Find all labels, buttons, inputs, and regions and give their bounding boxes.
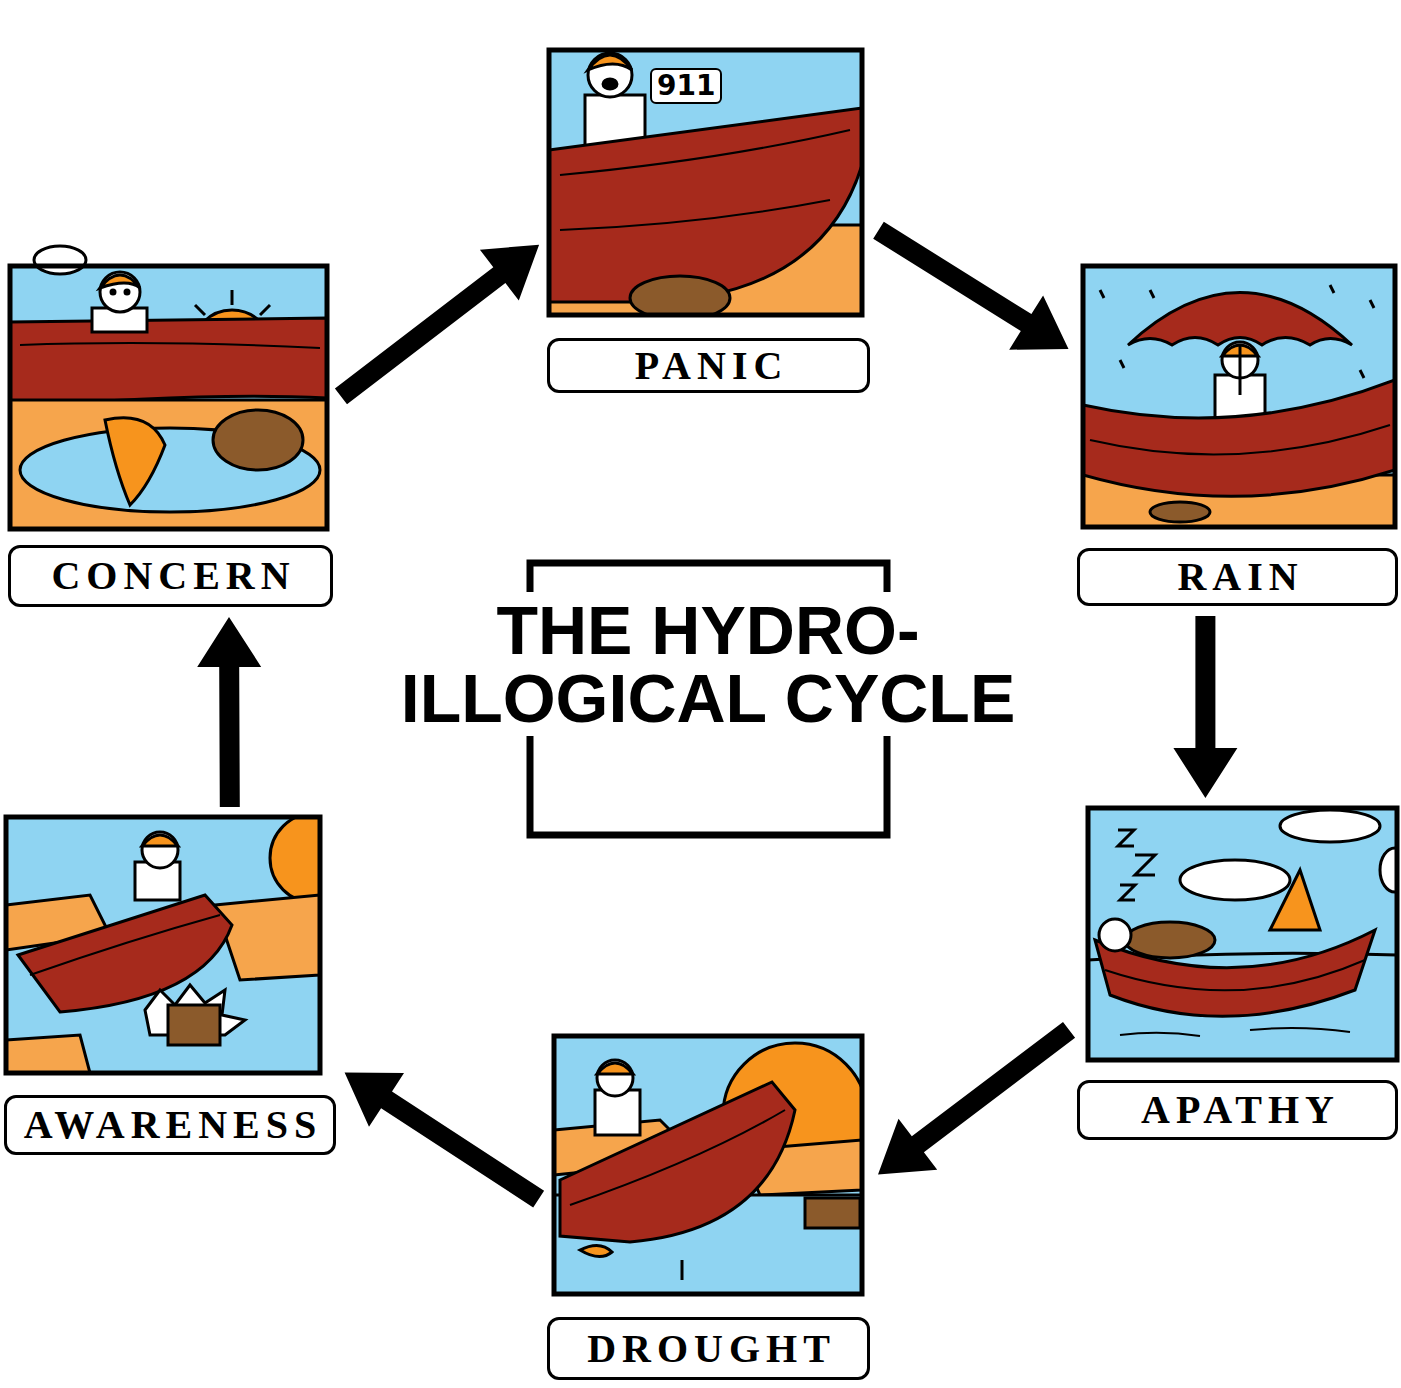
stage-label: APATHY bbox=[1135, 1090, 1340, 1130]
awareness-panel bbox=[6, 817, 320, 1073]
panel-frame bbox=[554, 1036, 862, 1294]
panic-panel bbox=[549, 50, 862, 315]
rain-panel bbox=[1083, 266, 1395, 527]
stage-node: CONCERN bbox=[8, 266, 333, 607]
cycle-arrow bbox=[878, 1022, 1075, 1175]
cycle-arrow bbox=[335, 245, 539, 405]
stage-label-box: APATHY bbox=[1077, 1080, 1398, 1140]
stage-label-box: AWARENESS bbox=[4, 1095, 337, 1155]
stage-label: DROUGHT bbox=[581, 1329, 836, 1369]
concern-panel bbox=[10, 266, 327, 529]
apathy-panel bbox=[1088, 808, 1397, 1060]
stage-node: RAIN bbox=[1077, 266, 1398, 606]
cycle-arrow bbox=[873, 222, 1068, 350]
stage-label-box: CONCERN bbox=[8, 545, 333, 607]
panel-frame bbox=[6, 817, 320, 1073]
stage-label: RAIN bbox=[1171, 557, 1303, 597]
panel-frame bbox=[10, 266, 327, 529]
stage-label-box: RAIN bbox=[1077, 548, 1398, 606]
stage-node: DROUGHT bbox=[547, 1036, 870, 1380]
panel-frame bbox=[1088, 808, 1397, 1060]
diagram-title: THE HYDRO-ILLOGICAL CYCLE bbox=[391, 592, 1026, 736]
drought-panel bbox=[554, 1036, 862, 1294]
stage-label: PANIC bbox=[629, 346, 789, 386]
cycle-arrow bbox=[345, 1073, 544, 1208]
cycle-arrow bbox=[1173, 616, 1237, 798]
panel-frame bbox=[549, 50, 862, 315]
stage-label: AWARENESS bbox=[18, 1105, 323, 1145]
cycle-arrow bbox=[197, 617, 261, 807]
stage-node: APATHY bbox=[1077, 808, 1398, 1140]
stage-label: CONCERN bbox=[45, 556, 295, 596]
title-block: THE HYDRO-ILLOGICAL CYCLE bbox=[358, 596, 1058, 732]
stage-label-box: PANIC bbox=[547, 338, 870, 393]
stage-label-box: DROUGHT bbox=[547, 1317, 870, 1380]
sign-text: 911 bbox=[650, 68, 722, 104]
thought-bubble bbox=[34, 246, 86, 274]
stage-node: AWARENESS bbox=[4, 817, 337, 1155]
panel-frame bbox=[1083, 266, 1395, 527]
